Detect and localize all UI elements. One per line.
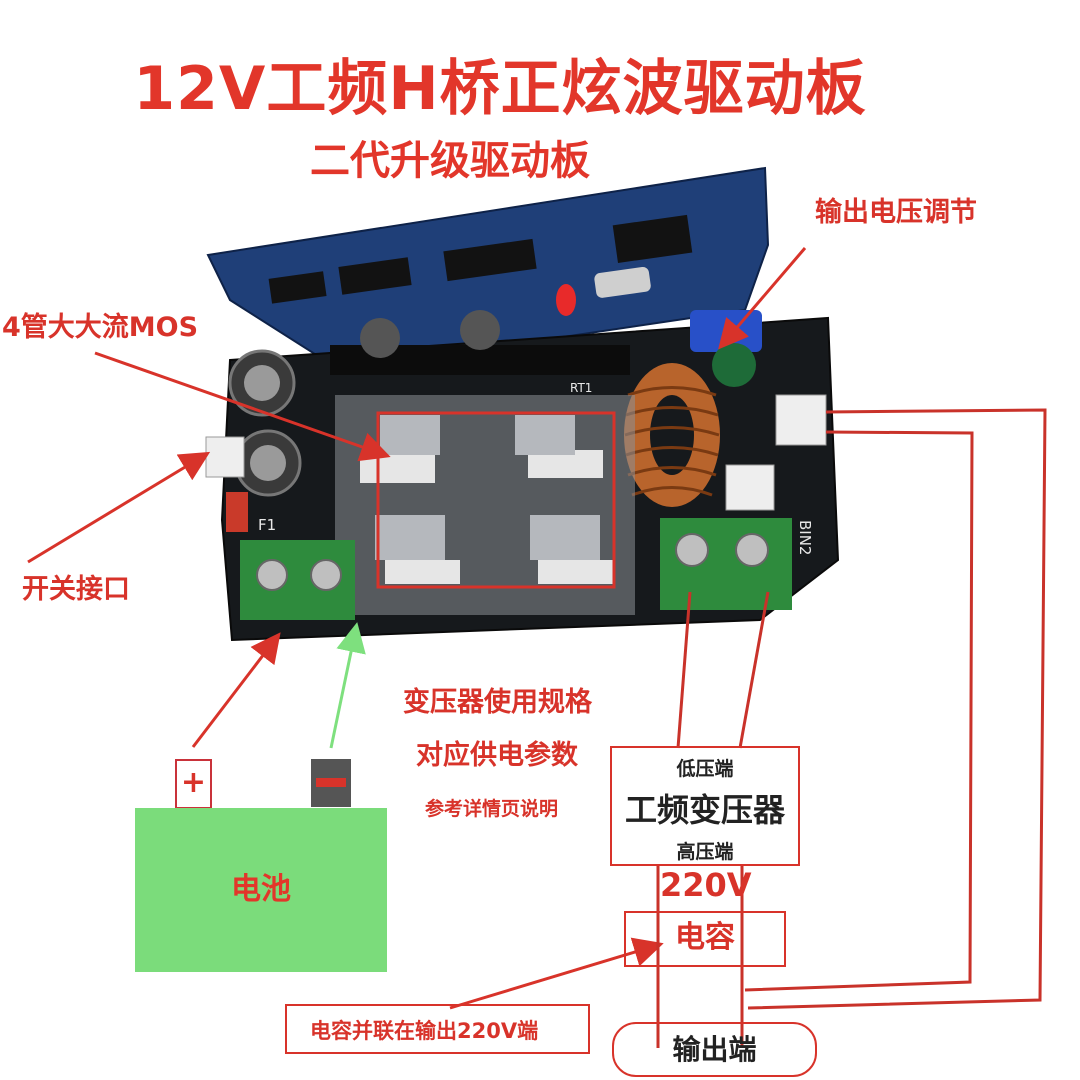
arrow-battery-minus <box>329 622 366 749</box>
transformer-box: 低压端 工频变压器 高压端 <box>610 746 800 866</box>
electrolytic-caps <box>228 310 756 497</box>
fuse <box>226 492 248 532</box>
label-switch-port: 开关接口 <box>22 574 130 605</box>
arrow-battery-plus <box>191 632 281 748</box>
main-title: 12V工频H桥正炫波驱动板 <box>133 54 867 124</box>
mos-highlight-box <box>376 411 616 589</box>
arrow-switch <box>27 451 211 564</box>
output-terminals <box>660 518 792 610</box>
arrow-output-adjust <box>718 247 807 350</box>
toroid-inductor <box>624 363 720 507</box>
transformer-low-voltage: 低压端 <box>676 758 734 780</box>
label-output-voltage-adjust: 输出电压调节 <box>815 197 977 228</box>
silk-rt1: RT1 <box>570 381 592 395</box>
minus-sign-icon <box>316 778 346 787</box>
transformer-name: 工频变压器 <box>624 791 785 829</box>
control-ic-2 <box>338 257 412 295</box>
arrow-capacitor-note <box>449 937 664 1010</box>
battery-plus-terminal: + <box>175 759 212 809</box>
control-ic-3 <box>443 238 537 282</box>
label-transformer-spec-2: 对应供电参数 <box>416 740 578 771</box>
silk-bin2: BIN2 <box>796 520 814 555</box>
fan-connector <box>725 464 775 511</box>
crystal <box>594 266 651 298</box>
silk-f1: F1 <box>258 516 276 534</box>
battery-terminals <box>240 540 355 620</box>
control-ic-4 <box>612 214 693 263</box>
transformer-high-voltage: 高压端 <box>676 841 734 863</box>
label-capacitor-parallel: 电容并联在输出220V端 <box>310 1019 539 1043</box>
label-220v: 220V <box>660 866 752 904</box>
switch-connector <box>205 436 245 478</box>
capacitor-note-box <box>285 1004 590 1054</box>
label-transformer-spec-1: 变压器使用规格 <box>403 687 592 718</box>
mosfet-heatsinks <box>335 395 635 615</box>
arrow-mos <box>94 351 391 462</box>
battery-minus-terminal <box>311 759 351 807</box>
label-four-mos: 4管大大流MOS <box>2 312 199 343</box>
red-led <box>556 284 576 316</box>
battery: 电池 <box>135 808 387 972</box>
label-transformer-spec-3: 参考详情页说明 <box>425 798 559 820</box>
wiring-lines <box>656 408 1047 1048</box>
output-connector <box>775 394 827 446</box>
subtitle: 二代升级驱动板 <box>310 138 590 184</box>
control-ic-1 <box>268 271 327 304</box>
capacitor-box: 电容 <box>624 911 786 967</box>
output-box: 输出端 <box>612 1022 817 1077</box>
